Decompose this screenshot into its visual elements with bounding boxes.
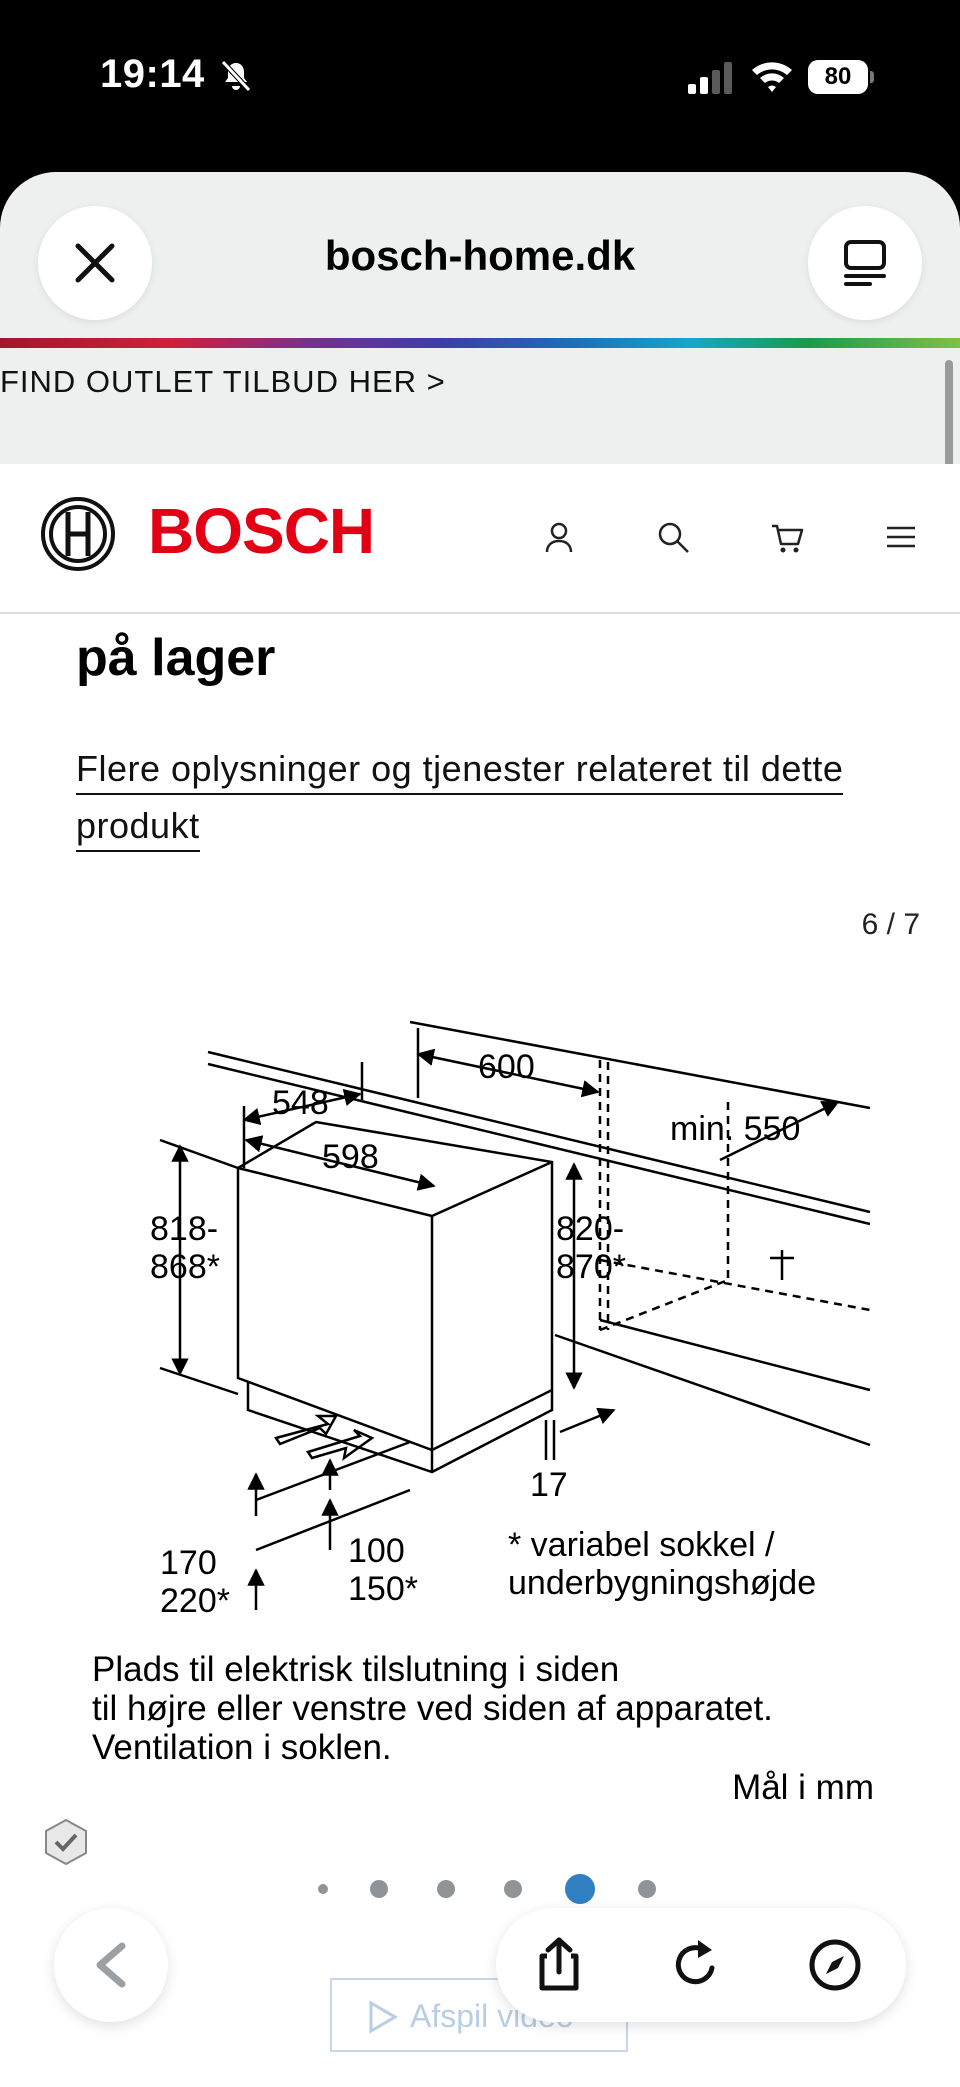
gallery-dot-1[interactable] — [318, 1884, 328, 1894]
close-button[interactable] — [38, 206, 152, 320]
dim-left-height-2: 868* — [150, 1248, 220, 1286]
status-bar: 19:14 80 — [0, 0, 960, 172]
bosch-logo-icon[interactable] — [40, 496, 116, 572]
dim-598: 598 — [322, 1138, 379, 1176]
note-line-2: underbygningshøjde — [508, 1564, 816, 1602]
more-info-link[interactable]: Flere oplysninger og tjenester relateret… — [76, 740, 866, 854]
wifi-icon — [752, 62, 792, 92]
back-button[interactable] — [54, 1908, 168, 2022]
dim-170: 170 — [160, 1544, 217, 1582]
dim-left-height-1: 818- — [150, 1210, 218, 1248]
gallery-dot-3[interactable] — [437, 1880, 455, 1898]
availability-heading: på lager — [76, 629, 276, 687]
gallery-dot-5-active[interactable] — [565, 1874, 595, 1904]
battery-tip — [870, 71, 874, 83]
battery-indicator: 80 — [808, 60, 874, 94]
promo-bar[interactable]: FIND OUTLET TILBUD HER > — [0, 348, 960, 464]
url-text[interactable]: bosch-home.dk — [324, 232, 636, 279]
brand-color-strip — [0, 338, 960, 348]
dim-min-550: min. 550 — [670, 1110, 800, 1148]
close-icon — [75, 243, 115, 283]
play-icon — [369, 2000, 398, 2034]
tabs-icon — [844, 240, 886, 286]
dim-150: 150* — [348, 1570, 418, 1608]
badge-icon[interactable] — [42, 1818, 90, 1866]
reload-icon[interactable] — [668, 1936, 726, 1994]
gallery-dot-2[interactable] — [370, 1880, 388, 1898]
menu-icon[interactable] — [884, 520, 918, 554]
caption-line-2: til højre eller venstre ved siden af app… — [92, 1689, 773, 1728]
promo-link[interactable]: FIND OUTLET TILBUD HER > — [0, 364, 446, 399]
dim-548: 548 — [272, 1084, 329, 1122]
browser-bar: bosch-home.dk — [0, 172, 960, 340]
dim-17: 17 — [530, 1466, 568, 1504]
cart-icon[interactable] — [770, 520, 804, 554]
caption-line-3: Ventilation i soklen. — [92, 1728, 392, 1767]
tabs-button[interactable] — [808, 206, 922, 320]
share-icon[interactable] — [530, 1936, 588, 1994]
browser-toolbar — [496, 1908, 906, 2022]
signal-icon — [688, 62, 732, 94]
gallery-dot-6[interactable] — [638, 1880, 656, 1898]
brand-wordmark[interactable]: BOSCH — [148, 495, 375, 567]
caption-line-1: Plads til elektrisk tilslutning i siden — [92, 1650, 620, 1689]
drawing-caption: Plads til elektrisk tilslutning i siden … — [92, 1650, 773, 1767]
battery-level: 80 — [808, 60, 868, 94]
site-header: BOSCH — [0, 464, 960, 614]
dimension-drawing[interactable]: 600 548 598 min. 550 818- 868* 820- 870*… — [0, 990, 960, 1670]
bell-slash-icon — [221, 60, 251, 92]
dim-right-height-1: 820- — [556, 1210, 624, 1248]
back-arrow-icon — [96, 1942, 126, 1988]
compass-icon[interactable] — [806, 1936, 864, 1994]
user-icon[interactable] — [542, 520, 576, 554]
dim-600: 600 — [478, 1048, 535, 1086]
search-icon[interactable] — [656, 520, 690, 554]
gallery-counter: 6 / 7 — [861, 908, 920, 941]
gallery-dot-4[interactable] — [504, 1880, 522, 1898]
units-label: Mål i mm — [732, 1768, 874, 1807]
gallery-pagination — [0, 1872, 960, 1904]
dim-100: 100 — [348, 1532, 405, 1570]
dim-220: 220* — [160, 1582, 230, 1620]
status-time: 19:14 — [100, 52, 205, 96]
note-line-1: * variabel sokkel / — [508, 1526, 775, 1564]
more-info-link-text[interactable]: Flere oplysninger og tjenester relateret… — [76, 748, 844, 852]
dim-right-height-2: 870* — [556, 1248, 626, 1286]
browser-address-area: bosch-home.dk — [0, 172, 960, 340]
scrollbar[interactable] — [945, 360, 953, 480]
